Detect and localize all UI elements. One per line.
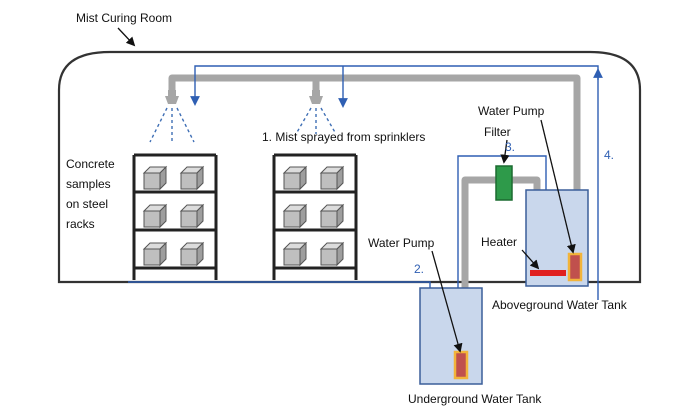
pipe-system [168,74,581,286]
concrete-sample-cube-icon [283,242,307,266]
heater-label: Heater [481,235,517,249]
concrete-sample-cube-icon [283,204,307,228]
concrete-sample-cube-icon [283,166,307,190]
step1-label: 1. Mist sprayed from sprinklers [262,130,425,144]
room-title-pointer [117,27,136,47]
underground-tank-label: Underground Water Tank [408,392,542,406]
heater-icon [530,270,566,276]
concrete-sample-cube-icon [143,166,167,190]
samples-label-1: Concrete [66,157,115,171]
sprinkler-icon [165,90,179,104]
room-outline [57,50,642,284]
concrete-sample-cube-icon [180,166,204,190]
concrete-sample-cube-icon [180,204,204,228]
concrete-sample-cube-icon [180,242,204,266]
steel-rack-right [272,153,358,280]
samples-label-2: samples [66,177,111,191]
concrete-sample-cube-icon [143,242,167,266]
pointer-lines [431,119,576,353]
underground-water-tank [419,287,483,385]
step3-label: 3. [505,140,515,154]
concrete-samples-right [283,166,344,266]
filter-icon [495,165,513,201]
water-pump-icon [453,350,469,380]
concrete-sample-cube-icon [320,242,344,266]
mist-spray-left [149,107,195,143]
filter-label: Filter [484,125,511,139]
samples-label-3: on steel [66,197,108,211]
step4-label: 4. [604,148,614,162]
water-pump-label-upper: Water Pump [478,104,545,118]
samples-label-4: racks [66,217,95,231]
concrete-sample-cube-icon [320,204,344,228]
aboveground-tank-label: Aboveground Water Tank [492,298,628,312]
concrete-samples-left [143,166,204,266]
concrete-sample-cube-icon [143,204,167,228]
sprinkler-icon [309,90,323,104]
water-pump-icon [567,252,583,282]
steel-rack-left [132,153,218,280]
water-pump-label-lower: Water Pump [368,236,435,250]
concrete-sample-cube-icon [320,166,344,190]
room-title: Mist Curing Room [76,11,172,25]
step2-label: 2. [414,262,424,276]
mist-spray-right [295,107,337,135]
